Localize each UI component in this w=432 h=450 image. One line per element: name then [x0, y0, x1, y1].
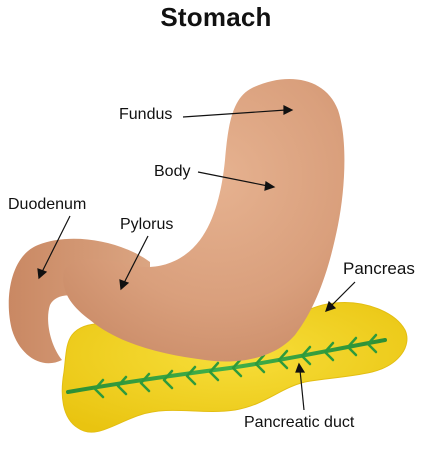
pancreatic-duct	[66, 333, 387, 399]
pointer-lines	[37, 105, 356, 411]
label-pancreatic-duct: Pancreatic duct	[244, 414, 355, 431]
label-body: Body	[154, 163, 191, 180]
label-fundus: Fundus	[119, 106, 173, 123]
stomach	[63, 78, 345, 362]
label-pylorus: Pylorus	[120, 216, 174, 233]
label-pancreas: Pancreas	[343, 259, 415, 278]
diagram-title: Stomach	[160, 2, 272, 32]
label-duodenum: Duodenum	[8, 196, 87, 213]
